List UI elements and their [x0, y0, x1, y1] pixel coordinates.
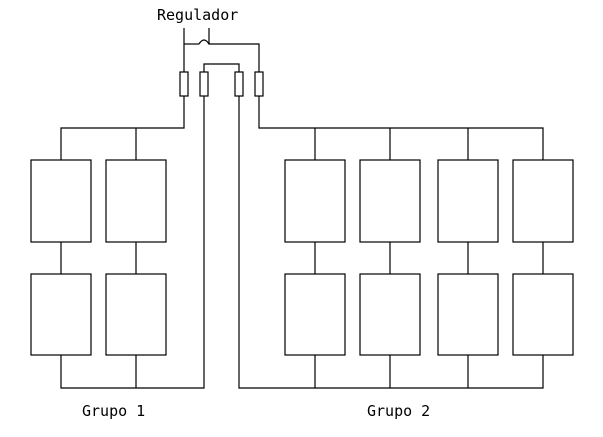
wire-group2-series: [314, 242, 544, 274]
wire-group2-top: [258, 96, 544, 160]
fuse-1: [179, 71, 189, 97]
group2-label: Grupo 2: [367, 402, 430, 420]
panel-g1-top-2: [105, 159, 167, 243]
wire-crossover: [198, 39, 210, 45]
panel-g2-top-4: [512, 159, 574, 243]
panel-g2-bottom-1: [284, 273, 346, 356]
group1-label: Grupo 1: [82, 402, 145, 420]
panel-g2-top-2: [359, 159, 421, 243]
wire-reg-lead-2: [203, 63, 240, 72]
panel-g1-top-1: [30, 159, 92, 243]
regulator-label: Regulador: [157, 6, 238, 24]
panel-g2-top-3: [437, 159, 499, 243]
panel-g2-bottom-3: [437, 273, 499, 356]
fuse-2: [199, 71, 209, 97]
wire-group2-top-drops: [314, 128, 469, 160]
panel-g1-bottom-2: [105, 273, 167, 356]
panel-g2-bottom-2: [359, 273, 421, 356]
group1-panels: [30, 159, 167, 356]
panel-g2-bottom-4: [512, 273, 574, 356]
fuse-3: [234, 71, 244, 97]
panel-g1-bottom-1: [30, 273, 92, 356]
wire-group2-bottom-rises: [314, 355, 469, 388]
fuse-4: [254, 71, 264, 97]
wire-group1-top-left: [60, 96, 185, 160]
group2-panels: [284, 159, 574, 356]
wire-reg-lead-3: [208, 28, 260, 72]
wiring: [60, 28, 544, 389]
wire-group2-bottom: [238, 96, 544, 389]
wire-group1-bottom: [60, 96, 205, 389]
fuses: [179, 71, 264, 97]
panel-g2-top-1: [284, 159, 346, 243]
